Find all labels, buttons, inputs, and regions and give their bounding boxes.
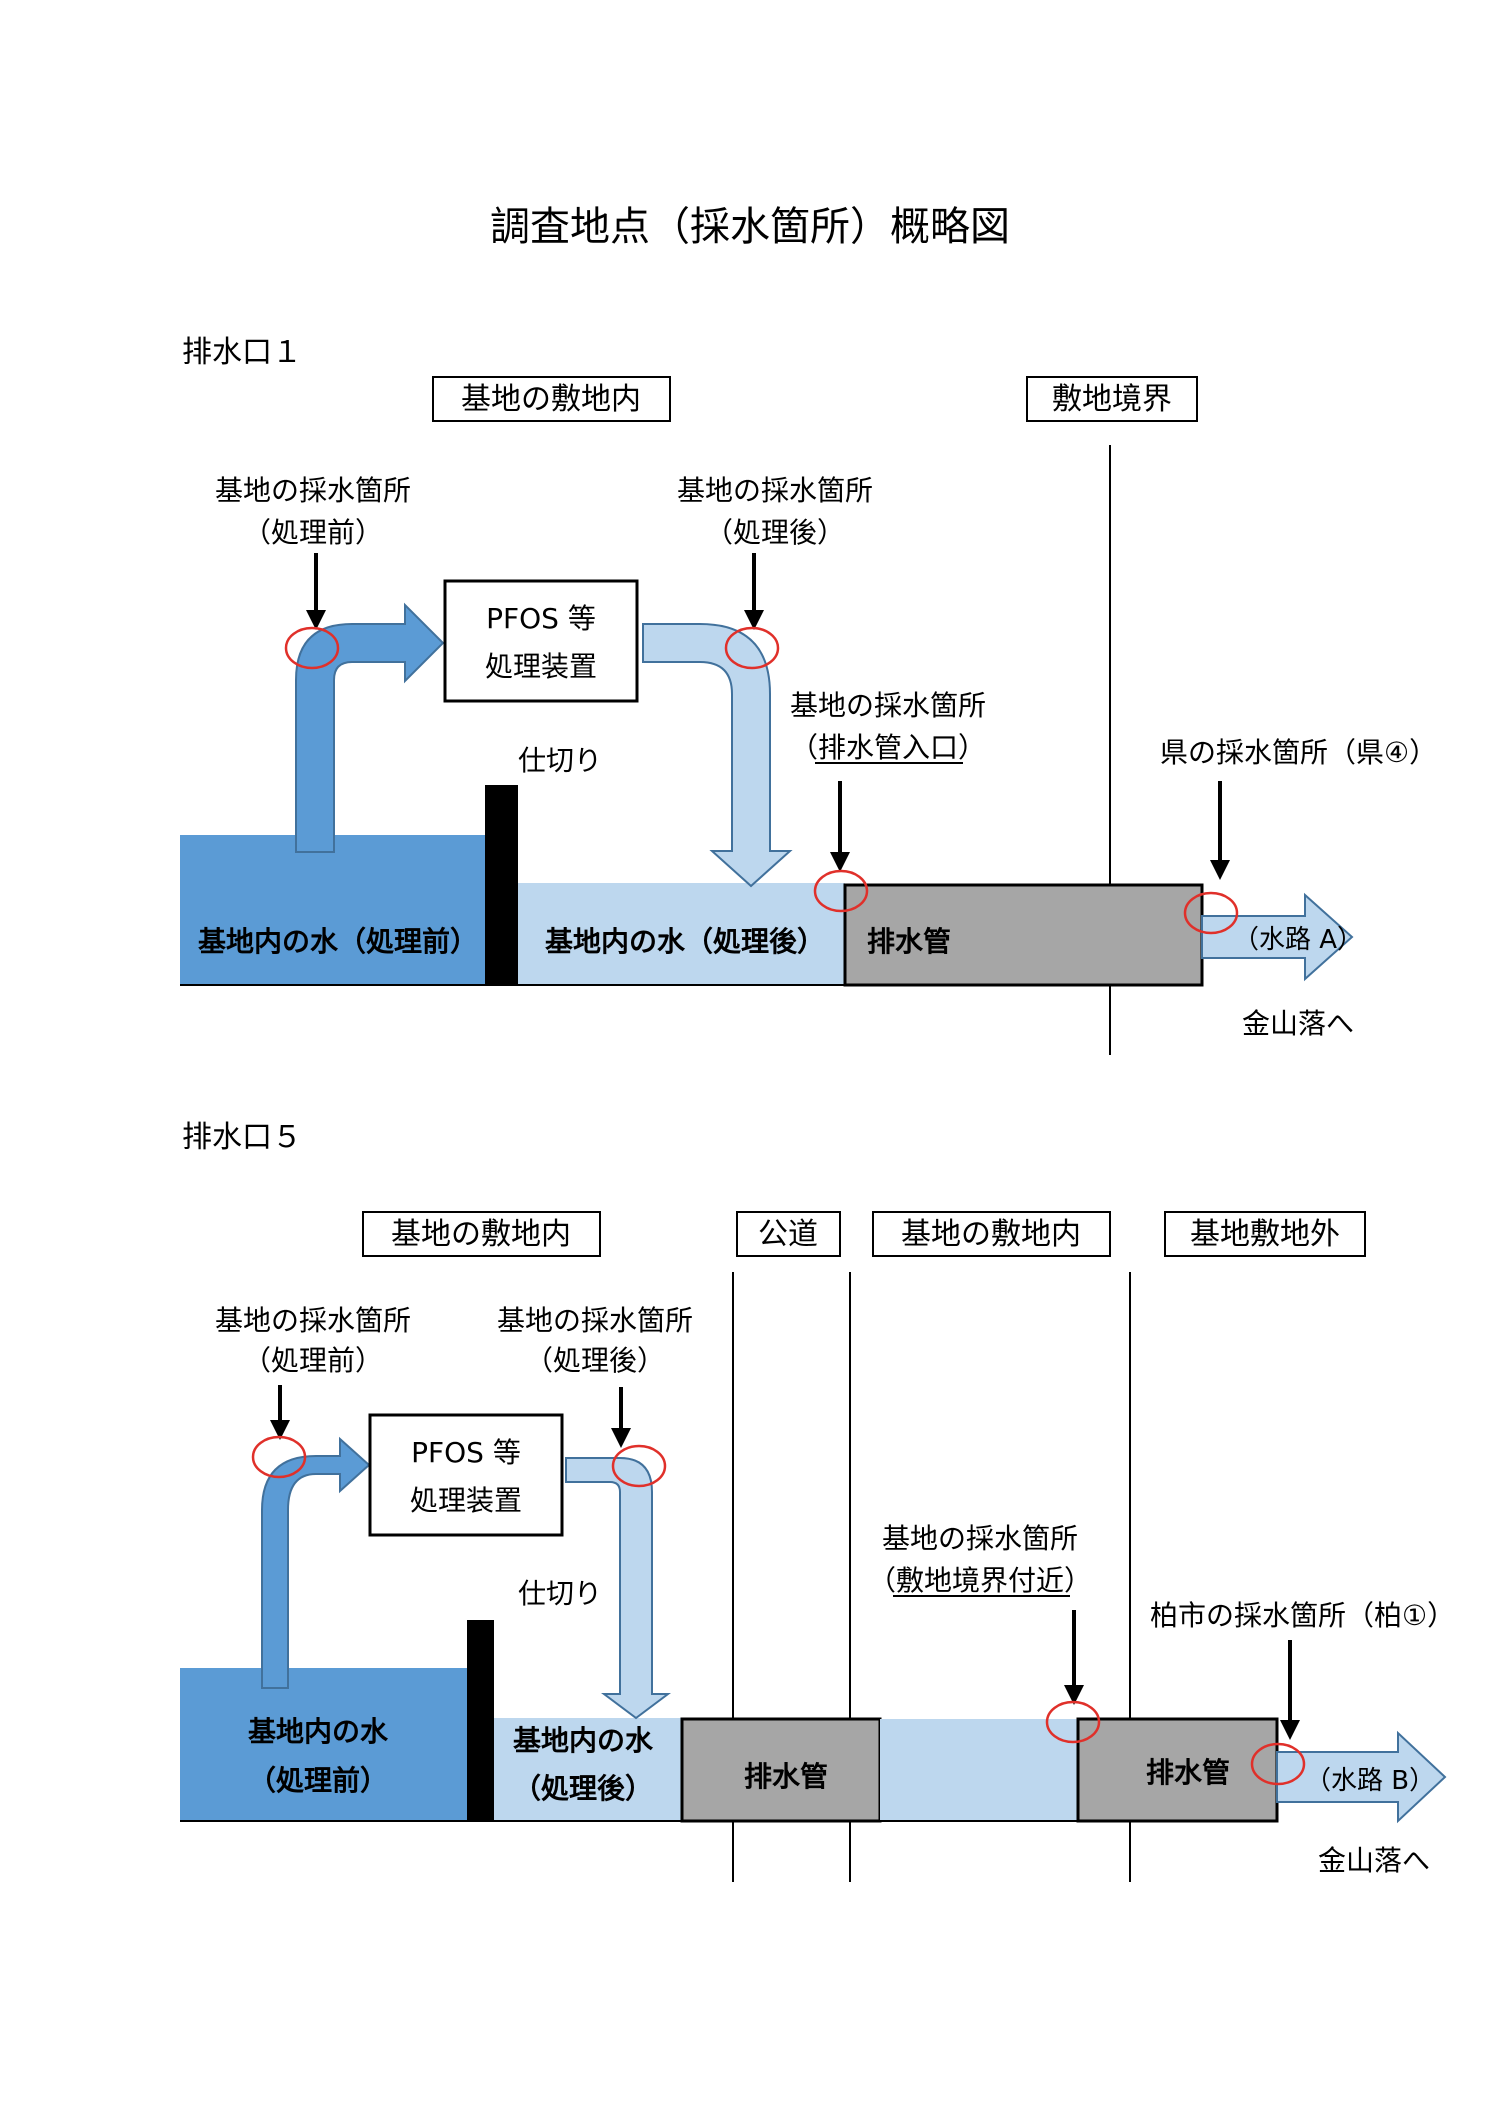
zone-boundary-label: 敷地境界 bbox=[1052, 382, 1172, 417]
treatment-device-2[interactable] bbox=[368, 1413, 564, 1537]
section2-heading: 排水口５ bbox=[182, 1120, 302, 1155]
sample-marker-city[interactable] bbox=[1250, 1742, 1306, 1786]
water-after-label2-line2: （処理後） bbox=[513, 1772, 653, 1805]
sample-inlet-line1: 基地の採水箇所 bbox=[790, 689, 986, 722]
drain-pipe bbox=[843, 883, 1204, 987]
section-outlet-5: 排水口５ 基地の敷地内 公道 基地の敷地内 基地敷地外 PFOS 等 処理装置 bbox=[180, 1120, 1455, 1882]
device2-line1: PFOS 等 bbox=[411, 1436, 521, 1469]
zone-outside-box bbox=[1164, 1211, 1366, 1257]
device2-line2: 処理装置 bbox=[410, 1484, 522, 1517]
zone-boundary-box bbox=[1026, 376, 1198, 422]
sample2-before-line2: （処理前） bbox=[243, 1344, 383, 1377]
drain-pipe-2 bbox=[1076, 1717, 1279, 1823]
sample2-after-line2: （処理後） bbox=[525, 1344, 665, 1377]
sample-boundary-line2: （敷地境界付近） bbox=[868, 1564, 1092, 1597]
sample-marker-before[interactable] bbox=[284, 626, 340, 670]
sample-before-line2: （処理前） bbox=[243, 516, 383, 549]
zone-inside1-label: 基地の敷地内 bbox=[391, 1217, 571, 1252]
sample2-marker-before[interactable] bbox=[251, 1435, 307, 1479]
water-before-label2-line1: 基地内の水 bbox=[248, 1715, 389, 1748]
water-after-tank bbox=[518, 883, 845, 985]
sample-marker-pref[interactable] bbox=[1183, 891, 1239, 935]
page-title: 調査地点（採水箇所）概略図 bbox=[490, 204, 1010, 250]
outflow-pipe bbox=[642, 623, 793, 888]
inflow-pipe bbox=[295, 602, 445, 853]
water-before-label: 基地内の水（処理前） bbox=[198, 925, 478, 958]
water-before-tank-2 bbox=[180, 1668, 467, 1821]
partition-label: 仕切り bbox=[518, 744, 602, 777]
destination-label-2: 金山落へ bbox=[1318, 1844, 1430, 1877]
water-before-tank bbox=[180, 835, 485, 985]
channel-a-label: （水路 A） bbox=[1233, 925, 1363, 955]
zone-outside-label: 基地敷地外 bbox=[1190, 1217, 1340, 1252]
sample-marker-after[interactable] bbox=[724, 626, 780, 670]
sample-pref-label: 県の採水箇所（県④） bbox=[1160, 736, 1437, 769]
sample-marker-inlet[interactable] bbox=[813, 869, 869, 913]
sample-after-line1: 基地の採水箇所 bbox=[677, 474, 873, 507]
section1-heading: 排水口１ bbox=[182, 335, 302, 370]
drain-pipe-1-label: 排水管 bbox=[744, 1760, 828, 1793]
treatment-device[interactable] bbox=[443, 579, 639, 703]
sample-city-label: 柏市の採水箇所（柏①） bbox=[1150, 1599, 1455, 1632]
drain-pipe-1 bbox=[680, 1717, 882, 1823]
zone-inside2-box bbox=[872, 1211, 1111, 1257]
partition-wall bbox=[485, 785, 518, 985]
water-before-label2-line2: （処理前） bbox=[248, 1764, 388, 1797]
channel-b-label: （水路 B） bbox=[1305, 1766, 1435, 1796]
partition-label-2: 仕切り bbox=[518, 1577, 602, 1610]
zone-inside-label: 基地の敷地内 bbox=[461, 382, 641, 417]
sample-inlet-line2: （排水管入口） bbox=[790, 731, 986, 764]
sample-marker-boundary[interactable] bbox=[1045, 1700, 1101, 1744]
drain-pipe-label: 排水管 bbox=[867, 925, 951, 958]
sample2-marker-after[interactable] bbox=[611, 1444, 667, 1488]
channel-b-arrow bbox=[1276, 1730, 1447, 1824]
open-channel bbox=[880, 1719, 1078, 1821]
water-after-label: 基地内の水（処理後） bbox=[545, 925, 825, 958]
water-after-label2-line1: 基地内の水 bbox=[513, 1724, 654, 1757]
device-line1: PFOS 等 bbox=[486, 602, 596, 635]
channel-a-arrow bbox=[1201, 892, 1354, 982]
destination-label: 金山落へ bbox=[1242, 1007, 1354, 1040]
zone-inside2-label: 基地の敷地内 bbox=[901, 1217, 1081, 1252]
water-after-tank-2 bbox=[494, 1718, 682, 1821]
inflow-pipe-2 bbox=[261, 1436, 371, 1689]
device-line2: 処理装置 bbox=[485, 650, 597, 683]
zone-inside-box bbox=[432, 376, 671, 422]
partition-wall-2 bbox=[467, 1620, 494, 1821]
zone-road-label: 公道 bbox=[758, 1217, 818, 1252]
drain-pipe-2-label: 排水管 bbox=[1146, 1756, 1230, 1789]
sample-before-line1: 基地の採水箇所 bbox=[215, 474, 411, 507]
sample-boundary-line1: 基地の採水箇所 bbox=[882, 1522, 1078, 1555]
section-outlet-1: 排水口１ 基地の敷地内 敷地境界 PFOS 等 処理装置 （水路 A） 金山落へ… bbox=[180, 335, 1437, 1055]
zone-road-box bbox=[736, 1211, 841, 1257]
sample2-after-line1: 基地の採水箇所 bbox=[497, 1304, 693, 1337]
sample2-before-line1: 基地の採水箇所 bbox=[215, 1304, 411, 1337]
sample-after-line2: （処理後） bbox=[705, 516, 845, 549]
zone-inside1-box bbox=[362, 1211, 601, 1257]
outflow-pipe-2 bbox=[565, 1457, 671, 1720]
